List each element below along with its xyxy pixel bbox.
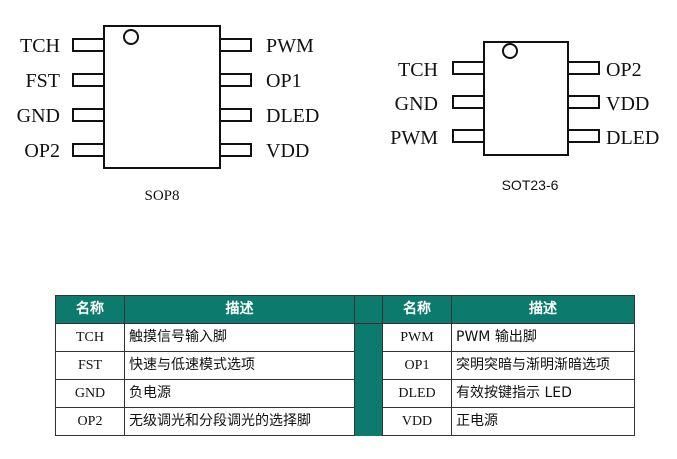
sot23-body bbox=[483, 41, 569, 156]
pin-desc-left: 负电源 bbox=[124, 379, 355, 408]
pin-desc-right: 正电源 bbox=[451, 407, 635, 436]
sot23-right-label-1: OP2 bbox=[606, 59, 642, 81]
sot23-right-pin-3 bbox=[567, 129, 600, 143]
pin-desc-right: 突明突暗与渐明渐暗选项 bbox=[451, 351, 635, 380]
sop8-right-pin-3 bbox=[219, 108, 252, 122]
sot23-right-label-2: VDD bbox=[606, 93, 649, 115]
sot23-left-pin-1 bbox=[452, 61, 485, 75]
pin-desc-left: 无级调光和分段调光的选择脚 bbox=[124, 407, 355, 436]
sop8-right-label-2: OP1 bbox=[266, 70, 302, 92]
table-divider bbox=[354, 379, 383, 408]
table-row: FST 快速与低速模式选项 OP1 突明突暗与渐明渐暗选项 bbox=[55, 351, 635, 380]
sot23-package-label: SOT23-6 bbox=[502, 177, 559, 193]
pin-name-left: OP2 bbox=[55, 407, 125, 436]
pin-name-left: GND bbox=[55, 379, 125, 408]
sot23-left-label-1: TCH bbox=[398, 59, 438, 81]
sot23-left-pin-2 bbox=[452, 95, 485, 109]
sop8-left-label-3: GND bbox=[17, 105, 60, 127]
sot23-left-label-3: PWM bbox=[390, 127, 438, 149]
sop8-right-pin-1 bbox=[219, 38, 252, 52]
pin-name-right: VDD bbox=[382, 407, 452, 436]
pin-name-left: TCH bbox=[55, 323, 125, 352]
sop8-left-pin-3 bbox=[72, 108, 105, 122]
sop8-package: TCH FST GND OP2 PWM OP1 DLED VDD SOP8 bbox=[17, 25, 319, 204]
sop8-right-label-4: VDD bbox=[266, 140, 309, 162]
sop8-right-pin-2 bbox=[219, 73, 252, 87]
sop8-left-pin-1 bbox=[72, 38, 105, 52]
sot23-right-pin-2 bbox=[567, 95, 600, 109]
table-divider bbox=[354, 323, 383, 352]
sop8-left-label-4: OP2 bbox=[24, 140, 60, 162]
sop8-left-label-1: TCH bbox=[20, 35, 60, 57]
sop8-left-pin-4 bbox=[72, 143, 105, 157]
sop8-pin1-marker bbox=[123, 29, 139, 45]
pin-name-left: FST bbox=[55, 351, 125, 380]
pin-desc-left: 触摸信号输入脚 bbox=[124, 323, 355, 352]
sop8-right-pin-4 bbox=[219, 143, 252, 157]
table-row: OP2 无级调光和分段调光的选择脚 VDD 正电源 bbox=[55, 407, 635, 436]
pin-name-right: PWM bbox=[382, 323, 452, 352]
sot23-package: TCH GND PWM OP2 VDD DLED SOT23-6 bbox=[390, 41, 659, 193]
sop8-body bbox=[103, 25, 221, 169]
pin-desc-right: 有效按键指示 LED bbox=[451, 379, 635, 408]
sop8-left-pin-2 bbox=[72, 73, 105, 87]
pin-name-right: OP1 bbox=[382, 351, 452, 380]
sop8-package-label: SOP8 bbox=[144, 188, 179, 204]
sop8-left-label-2: FST bbox=[26, 70, 60, 92]
pin-description-table: 名称 描述 名称 描述 TCH 触摸信号输入脚 PWM PWM 输出脚 FST … bbox=[55, 295, 635, 436]
table-row: GND 负电源 DLED 有效按键指示 LED bbox=[55, 379, 635, 408]
sop8-right-label-1: PWM bbox=[266, 35, 314, 57]
header-name-left: 名称 bbox=[55, 295, 125, 324]
pin-desc-left: 快速与低速模式选项 bbox=[124, 351, 355, 380]
table-header-row: 名称 描述 名称 描述 bbox=[55, 295, 635, 324]
sot23-right-label-3: DLED bbox=[606, 127, 659, 149]
table-row: TCH 触摸信号输入脚 PWM PWM 输出脚 bbox=[55, 323, 635, 352]
header-desc-right: 描述 bbox=[451, 295, 635, 324]
table-divider bbox=[354, 351, 383, 380]
header-name-right: 名称 bbox=[382, 295, 452, 324]
sop8-right-label-3: DLED bbox=[266, 105, 319, 127]
sot23-left-pin-3 bbox=[452, 129, 485, 143]
pin-name-right: DLED bbox=[382, 379, 452, 408]
table-divider bbox=[354, 407, 383, 436]
table-divider bbox=[354, 295, 383, 324]
sot23-pin1-marker bbox=[502, 43, 518, 59]
sot23-left-label-2: GND bbox=[395, 93, 438, 115]
header-desc-left: 描述 bbox=[124, 295, 355, 324]
pin-desc-right: PWM 输出脚 bbox=[451, 323, 635, 352]
pinout-diagram: TCH FST GND OP2 PWM OP1 DLED VDD SOP8 TC… bbox=[17, 25, 659, 204]
sot23-right-pin-1 bbox=[567, 61, 600, 75]
